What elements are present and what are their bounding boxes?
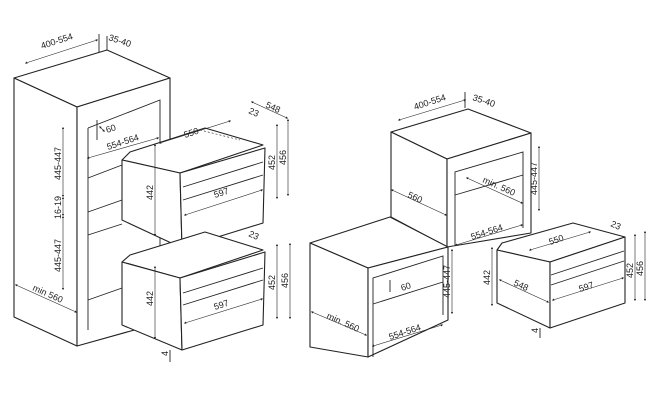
dim-oven-right-total-height: 456 [635,261,645,276]
dim-oven-right-height: 442 [482,270,492,285]
dim-right-cabinet-gap: 35-40 [471,92,496,109]
dim-ventilation: 60 [105,122,118,135]
dim-oven-bottom-height: 442 [145,291,155,306]
dim-cabinet-width: 400-554 [40,31,75,51]
dim-oven-top-total-height: 456 [278,150,288,165]
dim-cabinet-gap: 35-40 [107,32,132,49]
dim-oven-bottom-front-width: 597 [213,298,230,312]
dim-oven-bottom-front-height: 452 [267,275,277,290]
oven-right: 550 23 442 548 597 452 456 4 [482,219,647,338]
dim-lower-opening-height: 445-447 [442,265,452,298]
dim-oven-top-height: 442 [145,185,155,200]
dim-oven-bottom-offset: 23 [247,229,260,242]
upper-cabinet: 400-554 35-40 560 min. 560 445-447 554-5… [390,92,541,248]
dim-oven-right-gap: 4 [530,328,540,333]
dim-oven-right-offset: 23 [609,219,622,232]
dim-shelf: 16-19 [53,196,63,219]
dim-oven-top-front-height: 452 [267,155,277,170]
dim-oven-right-front-height: 452 [625,263,635,278]
dim-opening-height-top: 445-447 [53,147,63,180]
oven-upper: 550 548 23 442 597 452 456 [121,100,290,249]
dim-right-cabinet-width: 400-554 [413,92,448,112]
dim-oven-bottom-gap: 4 [160,351,170,356]
dim-oven-top-offset: 23 [247,106,260,119]
dim-lower-ventilation: 60 [400,280,413,293]
dim-opening-height-bottom: 445-447 [53,239,63,272]
lower-cabinet: 60 min. 560 445-447 554-564 [309,216,454,358]
dim-oven-bottom-total-height: 456 [280,273,290,288]
dim-oven-top-width: 550 [183,126,200,140]
dim-oven-top-depth: 548 [264,100,282,115]
dim-oven-top-front-width: 597 [213,186,230,200]
oven-lower: 23 442 597 452 456 4 [121,229,292,362]
dim-oven-right-front-width: 597 [578,280,595,294]
dim-upper-opening-height: 445-447 [529,162,539,195]
dim-oven-right-width-top: 550 [548,233,565,247]
